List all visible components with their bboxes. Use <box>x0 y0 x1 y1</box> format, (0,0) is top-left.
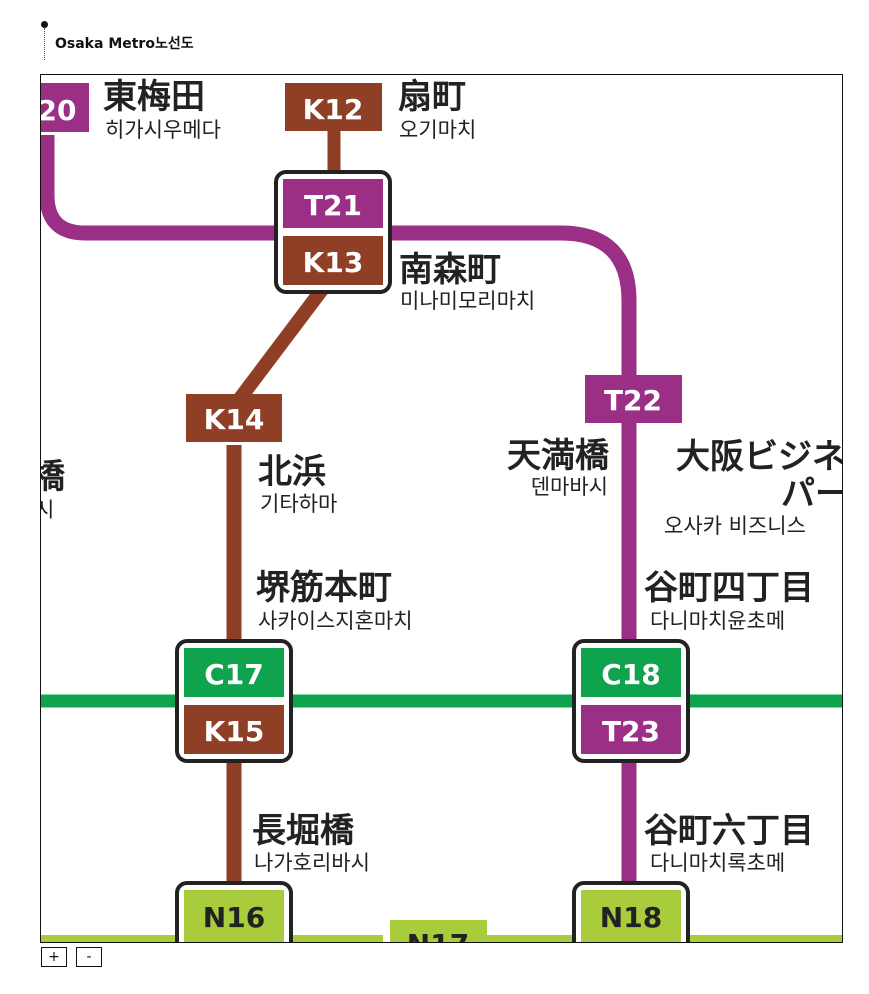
sakaisuji-line-diagonal <box>229 270 339 410</box>
station-name-ko: 기타하마 <box>260 492 337 516</box>
title-guide-line <box>44 28 45 60</box>
metro-map-svg: 20 東梅田 히가시우메다 K12 扇町 오기마치 T21 K13 南森町 미나… <box>41 77 843 943</box>
station-code: K14 <box>204 403 265 436</box>
station-name-ja-part1: 大阪ビジネ <box>676 437 843 477</box>
zoom-in-button[interactable]: + <box>41 947 67 967</box>
title-marker-dot <box>41 21 48 28</box>
station-code: T22 <box>604 384 662 417</box>
station-code: T23 <box>602 715 660 748</box>
station-name-ko: 덴마바시 <box>531 475 608 499</box>
station-code: K15 <box>204 715 265 748</box>
station-name-ko: 다니마치윤초메 <box>650 609 785 633</box>
station-code: C18 <box>601 658 661 691</box>
station-c18-t23[interactable]: C18 T23 谷町四丁目 다니마치윤초메 <box>572 568 814 763</box>
page-title: Osaka Metro노선도 <box>55 36 194 52</box>
t20-code: 20 <box>41 94 76 127</box>
station-k14[interactable]: K14 北浜 기타하마 <box>186 394 337 516</box>
station-t22[interactable]: T22 天満橋 덴마바시 <box>507 375 682 499</box>
station-n16[interactable]: N16 <box>175 881 293 943</box>
station-code: C17 <box>204 658 264 691</box>
station-tanimachi-6chome[interactable]: 谷町六丁目 다니마치록초메 <box>644 811 814 875</box>
station-code: N17 <box>407 928 469 943</box>
station-name-ja: 谷町六丁目 <box>644 811 814 851</box>
station-code: K12 <box>303 93 364 126</box>
station-name-ja: 天満橋 <box>507 436 609 476</box>
station-name-ja-part2: パー <box>781 474 843 514</box>
station-name-ko: 오기마치 <box>399 118 476 142</box>
station-code: K13 <box>303 246 364 279</box>
station-t20[interactable]: 20 東梅田 히가시우메다 <box>41 77 221 142</box>
station-t21-k13[interactable]: T21 K13 南森町 미나미모리마치 <box>274 170 535 313</box>
zoom-out-button[interactable]: - <box>76 947 102 967</box>
station-osaka-business-park[interactable]: 大阪ビジネ パー 오사카 비즈니스 <box>664 437 843 538</box>
station-name-ko: 미나미모리마치 <box>400 289 535 313</box>
station-name-ja: 南森町 <box>399 250 501 290</box>
station-name-ja: 谷町四丁目 <box>644 568 814 608</box>
station-name-ko: 나가호리바시 <box>254 851 370 875</box>
station-code: N18 <box>600 901 662 934</box>
station-c17-k15[interactable]: C17 K15 堺筋本町 사카이스지혼마치 <box>175 568 413 763</box>
station-n17[interactable]: N17 <box>383 920 487 943</box>
station-code: T21 <box>304 189 362 222</box>
station-name-ja: 東梅田 <box>103 77 205 117</box>
station-k12[interactable]: K12 扇町 오기마치 <box>285 77 476 142</box>
station-name-ko: 오사카 비즈니스 <box>664 514 806 538</box>
station-name-ja: 堺筋本町 <box>256 568 392 608</box>
station-name-ja: 扇町 <box>398 77 466 117</box>
station-yodoyabashi-partial[interactable]: 橋 시 <box>41 457 65 522</box>
station-code: N16 <box>203 901 265 934</box>
station-name-ja-partial: 橋 <box>41 457 65 497</box>
station-name-ja: 長堀橋 <box>252 811 354 851</box>
station-name-ko-partial: 시 <box>41 498 54 522</box>
station-n18[interactable]: N18 <box>572 881 690 943</box>
station-name-ko: 히가시우메다 <box>105 118 221 142</box>
metro-map-viewport[interactable]: 20 東梅田 히가시우메다 K12 扇町 오기마치 T21 K13 南森町 미나… <box>40 74 843 943</box>
station-name-ko: 사카이스지혼마치 <box>258 609 413 633</box>
station-name-ko: 다니마치록초메 <box>650 851 785 875</box>
station-name-ja: 北浜 <box>258 452 326 492</box>
tanimachi-line <box>41 135 637 895</box>
station-nagahoribashi[interactable]: 長堀橋 나가호리바시 <box>252 811 370 875</box>
